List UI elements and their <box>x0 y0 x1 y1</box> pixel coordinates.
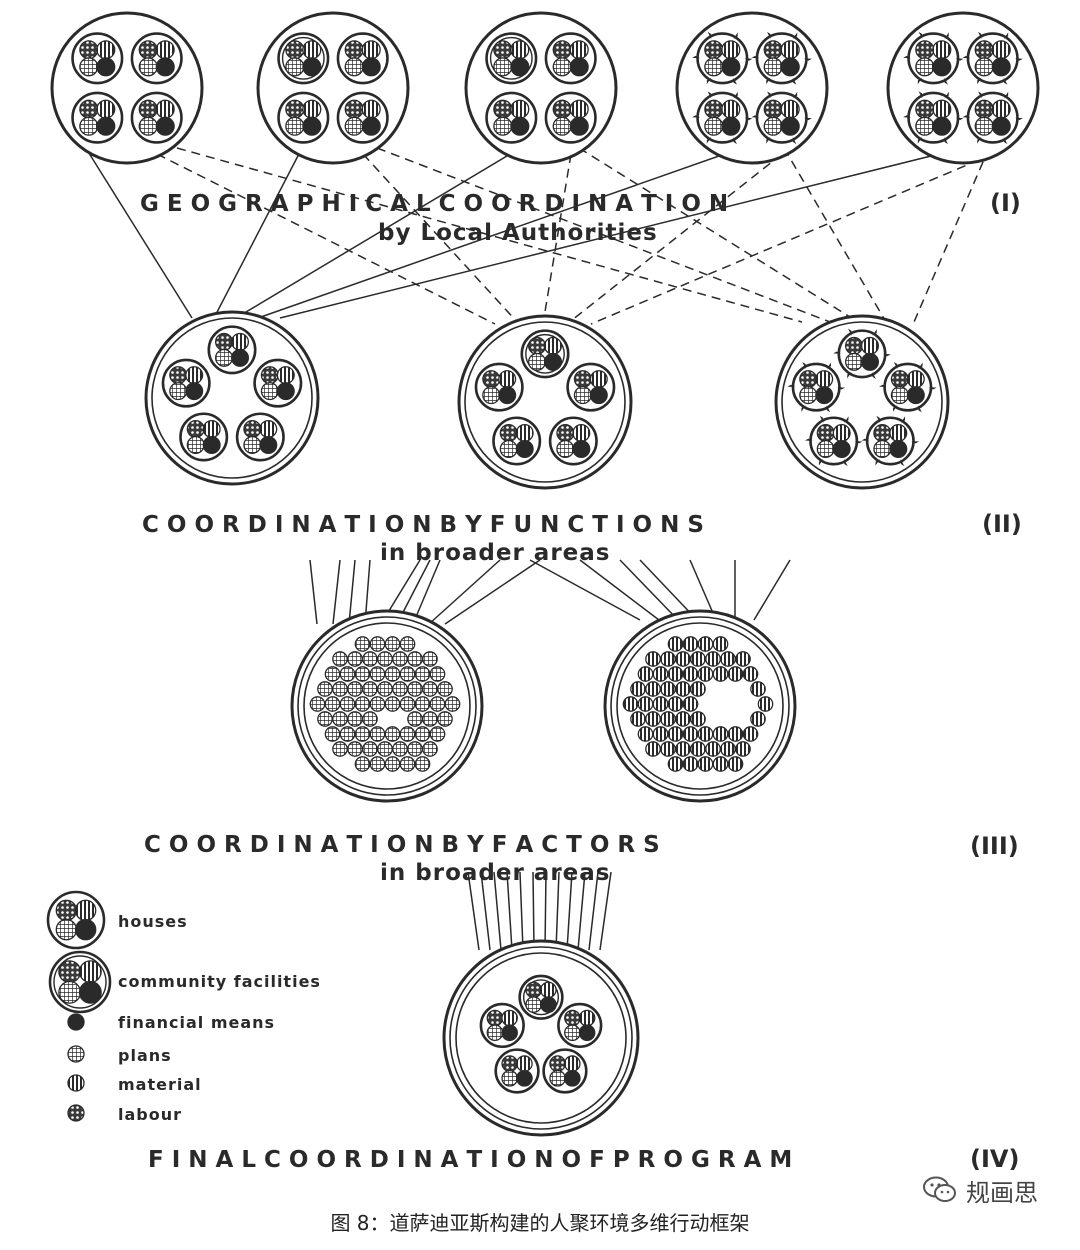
fan-link-b-4 <box>639 559 698 621</box>
factor-circle-1 <box>290 609 484 803</box>
fan-link-c-9 <box>566 871 573 951</box>
fan-link-b-7 <box>753 559 791 621</box>
legend-material-label: material <box>118 1075 202 1094</box>
level-2-subtitle: in broader areas <box>380 540 610 566</box>
legend-community-label: community facilities <box>118 972 321 991</box>
legend-plans-label: plans <box>118 1046 172 1065</box>
dashed-link-b-1 <box>176 147 803 323</box>
wechat-icon <box>923 1176 956 1202</box>
function-circle-3 <box>774 314 950 490</box>
function-circle-2 <box>457 314 633 490</box>
legend-plans-icon <box>67 1045 85 1063</box>
fan-link-b-1 <box>529 559 641 621</box>
level-3-subtitle: in broader areas <box>380 860 610 886</box>
level-2-numeral: (II) <box>982 510 1022 538</box>
legend-financial-icon <box>67 1013 85 1031</box>
fan-link-c-1 <box>467 871 480 951</box>
solid-link-2 <box>213 149 302 319</box>
level-1-subtitle: by Local Authorities <box>378 220 658 246</box>
function-circle-1 <box>144 310 320 486</box>
fan-link-a-7 <box>412 559 441 625</box>
fan-link-c-8 <box>555 871 560 951</box>
dashed-link-b-2 <box>376 147 831 323</box>
local-authority-circle-5 <box>886 11 1040 165</box>
level-4-numeral: (IV) <box>970 1145 1019 1173</box>
local-authority-circle-2 <box>256 11 410 165</box>
figure-caption: 图 8：道萨迪亚斯构建的人聚环境多维行动框架 <box>330 1211 750 1235</box>
connection-lines <box>86 147 994 951</box>
level-4-title: F I N A L C O O R D I N A T I O N O F P … <box>148 1147 792 1173</box>
level-1-title: G E O G R A P H I C A L C O O R D I N A … <box>140 191 728 217</box>
solid-link-3 <box>235 149 518 319</box>
level-1-numeral: (I) <box>990 189 1021 217</box>
solid-link-4 <box>257 149 737 319</box>
fan-link-a-2 <box>332 559 341 625</box>
fan-link-a-1 <box>309 559 318 625</box>
dashed-link-a-2 <box>362 153 520 325</box>
fan-link-c-3 <box>493 871 502 951</box>
legend-community-icon <box>48 950 112 1014</box>
legend-material-icon <box>67 1074 85 1092</box>
dashed-link-a-5 <box>590 153 994 325</box>
fan-link-c-5 <box>519 871 524 951</box>
solid-link-5 <box>279 149 956 319</box>
fan-link-c-12 <box>599 871 612 951</box>
local-authority-circle-1 <box>50 11 204 165</box>
legend-financial-label: financial means <box>118 1013 275 1032</box>
local-authority-circle-3 <box>464 11 618 165</box>
fan-link-b-3 <box>619 559 679 621</box>
level-3-nodes <box>290 609 797 803</box>
dashed-link-a-1 <box>156 153 496 325</box>
legend-labour-icon <box>67 1104 85 1122</box>
level-2-title: C O O R D I N A T I O N B Y F U N C T I … <box>142 512 704 538</box>
fan-link-c-7 <box>544 871 547 951</box>
legend-houses-label: houses <box>118 912 188 931</box>
dashed-link-b-3 <box>578 147 859 323</box>
local-authority-circle-4 <box>675 11 829 165</box>
level-2-nodes <box>144 310 950 490</box>
final-program-circle <box>442 939 640 1137</box>
level-1-nodes <box>50 11 1040 165</box>
fan-link-b-5 <box>689 559 717 621</box>
fan-link-c-10 <box>577 871 586 951</box>
legend-labour-label: labour <box>118 1105 182 1124</box>
dashed-link-b-5 <box>913 147 990 323</box>
watermark: 规画思 <box>922 1172 1062 1208</box>
fan-link-b-2 <box>579 559 660 621</box>
legend: houses community facilities financial me… <box>46 890 321 1124</box>
factor-circle-2 <box>603 609 797 803</box>
fan-link-a-9 <box>444 559 541 625</box>
level-4-node <box>442 939 640 1137</box>
fan-link-c-11 <box>588 871 599 951</box>
fan-link-c-2 <box>480 871 491 951</box>
level-3-numeral: (III) <box>970 832 1019 860</box>
fan-link-a-3 <box>348 559 356 625</box>
dashed-link-a-3 <box>542 153 572 325</box>
fan-link-a-8 <box>428 559 501 625</box>
watermark-text: 规画思 <box>966 1178 1038 1207</box>
level-3-title: C O O R D I N A T I O N B Y F A C T O R … <box>144 832 660 858</box>
fan-link-c-6 <box>532 871 535 951</box>
dashed-link-a-4 <box>566 153 783 325</box>
dashed-link-b-4 <box>783 147 887 323</box>
fan-link-c-4 <box>506 871 513 951</box>
solid-link-1 <box>86 149 193 319</box>
legend-houses-icon <box>46 890 106 950</box>
